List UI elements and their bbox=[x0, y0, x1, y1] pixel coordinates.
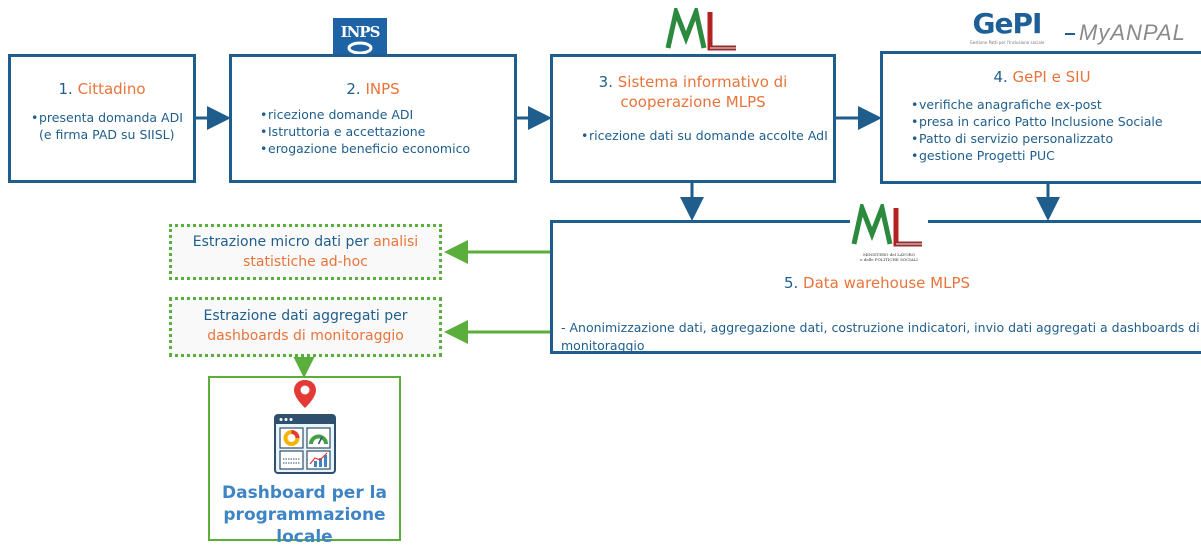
extract-aggregate-data: Estrazione dati aggregati per dashboards… bbox=[169, 297, 442, 357]
extract-micro-data: Estrazione micro dati per analisi statis… bbox=[169, 224, 442, 280]
box-gepi-bullets: verifiche anagrafiche ex-post presa in c… bbox=[911, 96, 1201, 164]
box-sistema-bullets: ricezione dati su domande accolte AdI bbox=[581, 127, 831, 144]
box-cittadino-title: 1. Cittadino bbox=[58, 80, 146, 98]
box-inps: 2. INPS ricezione domande ADI Istruttori… bbox=[229, 54, 517, 183]
box-sistema-title: 3. Sistema informativo di cooperazione M… bbox=[598, 73, 788, 111]
box-inps-bullets: ricezione domande ADI Istruttoria e acce… bbox=[260, 106, 510, 157]
bullet-item: verifiche anagrafiche ex-post bbox=[911, 96, 1201, 113]
box-cittadino-bullets: presenta domanda ADI (e firma PAD su SII… bbox=[31, 109, 186, 143]
ministry-logo-dw: MINISTERO del LAVORO e delle POLITICHE S… bbox=[850, 199, 928, 262]
map-pin-icon bbox=[294, 380, 316, 408]
myanpal-logo: MyANPAL bbox=[1065, 18, 1201, 48]
connectors bbox=[195, 106, 1060, 378]
bullet-item: ricezione domande ADI bbox=[260, 106, 510, 123]
box-dw-title: 5. Data warehouse MLPS bbox=[783, 274, 971, 292]
dashboard-title: Dashboard per la programmazione locale bbox=[222, 483, 387, 547]
bullet-item: presenta domanda ADI (e firma PAD su SII… bbox=[31, 109, 186, 143]
dashboard-icon bbox=[274, 414, 336, 474]
box-gepi-title: 4. GePI e SIU bbox=[993, 68, 1091, 86]
bullet-item: Patto di servizio personalizzato bbox=[911, 130, 1201, 147]
box-gepi-siu: 4. GePI e SIU verifiche anagrafiche ex-p… bbox=[880, 51, 1201, 184]
dashboard-box: Dashboard per la programmazione locale bbox=[208, 376, 401, 547]
bullet-item: erogazione beneficio economico bbox=[260, 140, 510, 157]
gepi-logo: GePI Gestione Patti per l'Inclusione soc… bbox=[969, 7, 1045, 46]
bullet-item: ricezione dati su domande accolte AdI bbox=[581, 127, 831, 144]
bullet-item: gestione Progetti PUC bbox=[911, 147, 1201, 164]
box-inps-title: 2. INPS bbox=[346, 80, 400, 98]
box-dw-desc: - Anonimizzazione dati, aggregazione dat… bbox=[561, 320, 1200, 353]
box-sistema-informativo: 3. Sistema informativo di cooperazione M… bbox=[550, 54, 836, 183]
box-cittadino: 1. Cittadino presenta domanda ADI (e fir… bbox=[8, 54, 196, 183]
bullet-item: presa in carico Patto Inclusione Sociale bbox=[911, 113, 1201, 130]
bullet-item: Istruttoria e accettazione bbox=[260, 123, 510, 140]
